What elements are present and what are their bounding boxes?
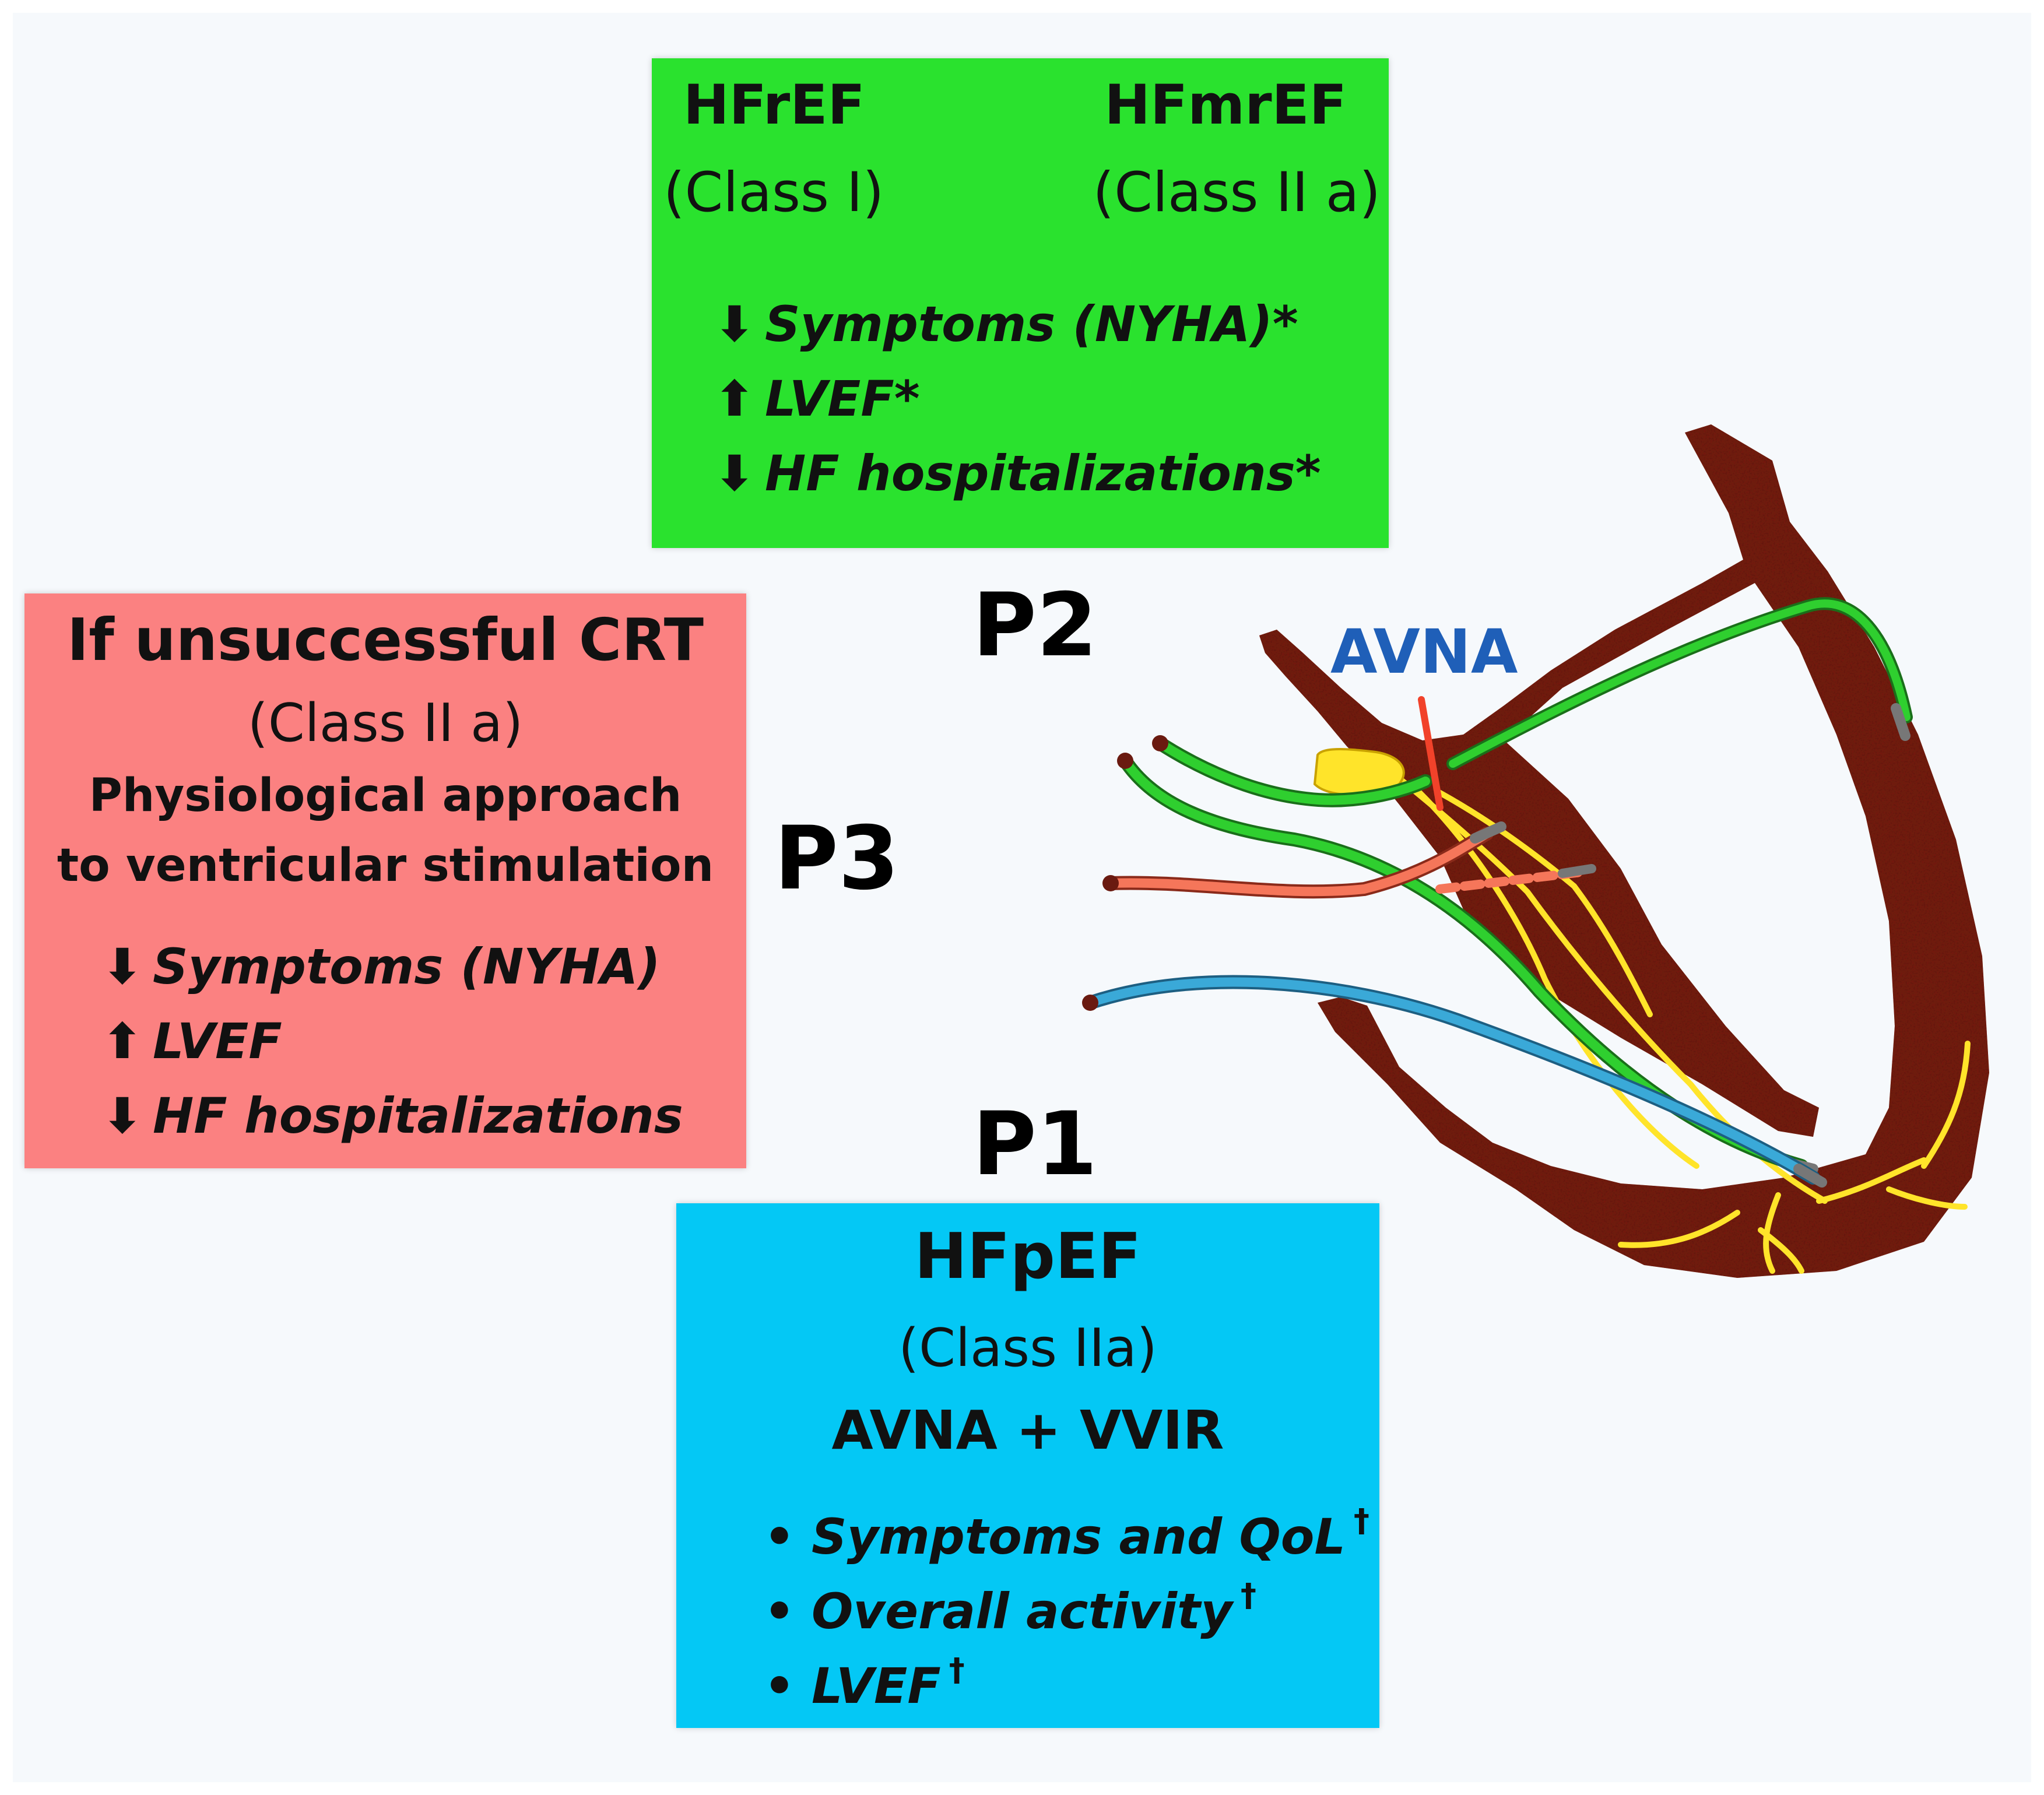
lead-atrial-green [1152,735,1432,807]
arrow-down-icon: ⬇ [101,1087,143,1144]
p3-item-lvef: ⬆LVEF [99,1017,282,1066]
p1-box: HFpEF (Class IIa) AVNA + VVIR •Symptoms … [676,1203,1379,1728]
p2-item-lvef: ⬆LVEF* [711,374,920,423]
bullet-icon: • [764,1657,795,1715]
p3-approach-line1: Physiological approach [89,770,682,822]
lead-red [1102,821,1596,899]
p1-item-symptoms-qol: •Symptoms and QoL† [764,1502,1370,1565]
lead-his-green [1446,597,1913,770]
hfmref-heading: HFmrEF [1104,73,1347,137]
arrow-down-icon: ⬇ [714,445,756,502]
p3-approach-line2: to ventricular stimulation [57,839,714,892]
p1-therapy: AVNA + VVIR [831,1399,1224,1462]
hfref-class: (Class I) [663,161,884,224]
p3-box: If unsuccessful CRT (Class II a) Physiol… [24,593,746,1168]
arrow-up-icon: ⬆ [101,1013,143,1070]
p3-title: If unsuccessful CRT [67,606,704,674]
p3-item-hospitalizations: ⬇HF hospitalizations [99,1091,683,1140]
arrow-down-icon: ⬇ [101,938,143,995]
arrow-up-icon: ⬆ [714,370,756,427]
bullet-icon: • [764,1583,795,1640]
hfref-heading: HFrEF [683,73,865,137]
p1-item-overall-activity: •Overall activity† [764,1577,1256,1640]
p3-item-symptoms: ⬇Symptoms (NYHA) [99,942,661,991]
heart-tissue [1259,424,1989,1278]
arrow-down-icon: ⬇ [714,296,756,353]
label-p2: P2 [972,575,1098,676]
avna-ablation-line [1418,696,1444,811]
p3-class: (Class II a) [247,693,524,754]
bullet-icon: • [764,1508,795,1565]
p2-item-hospitalizations: ⬇HF hospitalizations* [711,449,1321,498]
p1-item-lvef: •LVEF† [764,1652,965,1715]
avna-label: AVNA [1330,616,1518,687]
hfmref-class: (Class II a) [1093,161,1381,224]
p1-title: HFpEF [914,1220,1142,1293]
label-p3: P3 [774,808,900,909]
p1-class: (Class IIa) [898,1318,1157,1379]
label-p1: P1 [972,1094,1098,1195]
p2-item-symptoms: ⬇Symptoms (NYHA)* [711,300,1298,349]
lead-blue [1082,975,1827,1188]
p2-box: HFrEF (Class I) HFmrEF (Class II a) ⬇Sym… [652,58,1389,548]
